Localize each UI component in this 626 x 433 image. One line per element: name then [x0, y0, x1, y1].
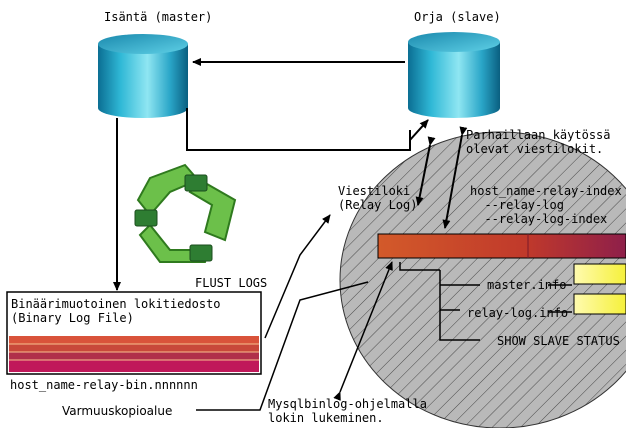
- mysqlbinlog-arrow: [333, 261, 393, 401]
- binary-log-file-box: [6, 291, 262, 375]
- active-logs-label: Parhaillaan käytössä olevat viestilokit.: [466, 128, 611, 156]
- mysqlbinlog-label: Mysqlbinlog-ohjelmalla lokin lukeminen.: [268, 397, 427, 425]
- active-logs-arrow: [415, 136, 436, 206]
- info-tree-connector: [399, 262, 440, 271]
- recycle-icon: [134, 163, 237, 263]
- show-slave-status-label: SHOW SLAVE STATUS: [497, 334, 620, 348]
- binlog-to-relay-arrow: [264, 214, 331, 339]
- relay-log-info-box: [573, 293, 626, 315]
- backup-area-label: Varmuuskopioalue: [62, 404, 173, 418]
- relay-log-bar: [377, 233, 626, 259]
- slave-database-cylinder-icon: [408, 32, 500, 118]
- slave-title: Orja (slave): [414, 10, 501, 24]
- relay-log-info-label: relay-log.info: [467, 306, 569, 320]
- binlog-filename: host_name-relay-bin.nnnnnn: [10, 378, 198, 392]
- master-title: Isäntä (master): [104, 10, 213, 24]
- flush-logs-label: FLUST LOGS: [195, 276, 268, 290]
- relay-log-label: Viestiloki (Relay Log): [338, 184, 418, 212]
- master-info-label: master.info: [487, 278, 567, 292]
- master-database-cylinder-icon: [98, 34, 188, 118]
- master-to-slave-connector: [186, 108, 411, 151]
- master-info-box: [573, 263, 626, 285]
- binlog-title: Binäärimuotoinen lokitiedosto (Binary Lo…: [11, 297, 221, 325]
- relay-index-label: host_name-relay-index --relay-log --rela…: [470, 184, 622, 226]
